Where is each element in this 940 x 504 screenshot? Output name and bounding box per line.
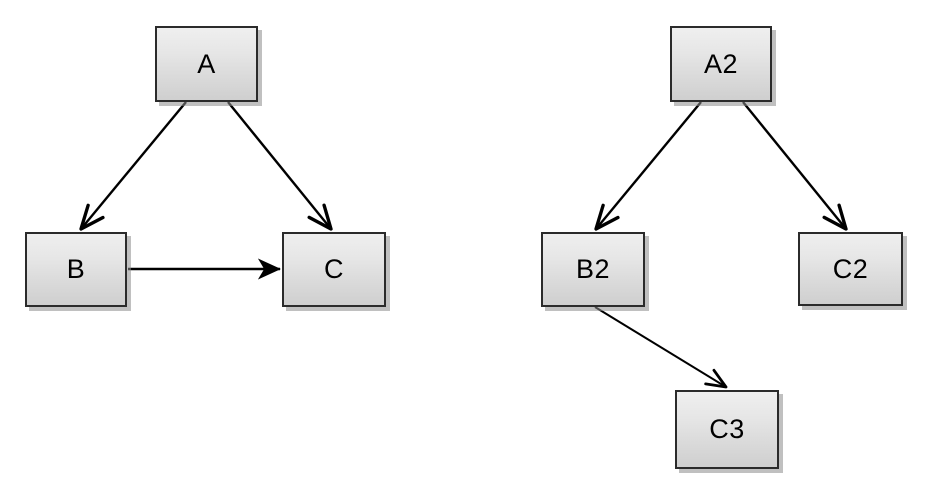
graph-node-a[interactable]: A: [155, 26, 258, 102]
graph-node-a2-label: A2: [703, 48, 739, 79]
graph-node-c2[interactable]: C2: [798, 232, 903, 306]
graph-node-b2[interactable]: B2: [541, 232, 645, 307]
graph-node-c3-label: C3: [709, 414, 745, 444]
edge-a-to-c: [227, 101, 333, 231]
graph-node-c-label: C: [324, 254, 344, 284]
graph-node-b-label: B: [66, 254, 86, 284]
graph-node-c2-label: C2: [832, 253, 869, 284]
edge-b2-to-c3: [594, 306, 728, 389]
graph-node-b2-label: B2: [575, 254, 611, 284]
edge-a-to-b: [79, 101, 187, 231]
graph-node-a-label: A: [197, 48, 216, 79]
graph-node-b[interactable]: B: [25, 232, 127, 307]
edge-a2-to-b2: [594, 101, 702, 231]
graph-node-c[interactable]: C: [282, 232, 386, 307]
graph-node-c3[interactable]: C3: [675, 390, 779, 469]
edge-a2-to-c2: [742, 101, 848, 231]
graph-node-a2[interactable]: A2: [670, 26, 772, 102]
